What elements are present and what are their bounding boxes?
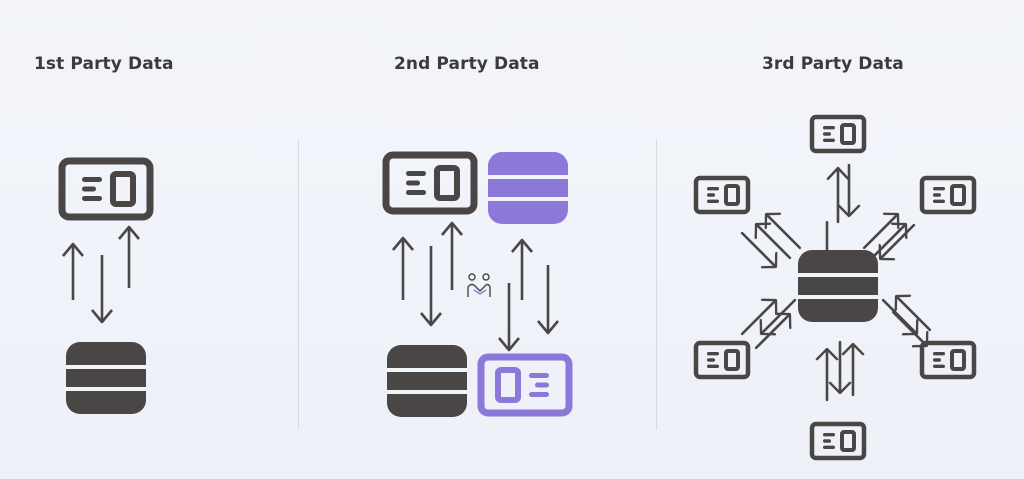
third-party-arrows-bottom bbox=[815, 340, 865, 402]
first-party-arrow-up-left bbox=[62, 242, 84, 300]
first-party-arrow-up-right bbox=[118, 225, 140, 288]
third-party-record-left-upper-icon bbox=[696, 178, 748, 212]
first-party-record-icon bbox=[62, 161, 150, 217]
panel-title-1st-party: 1st Party Data bbox=[34, 54, 174, 74]
third-party-arrows-upper-left bbox=[733, 205, 809, 276]
second-party-record-icon bbox=[386, 155, 474, 211]
third-party-record-bottom-icon bbox=[812, 424, 864, 458]
second-party-arrow-down-b bbox=[498, 283, 520, 352]
panel-title-2nd-party: 2nd Party Data bbox=[394, 54, 540, 74]
third-party-arrows-lower-right bbox=[874, 287, 939, 355]
third-party-record-right-upper-icon bbox=[922, 178, 974, 212]
third-party-record-right-lower-icon bbox=[922, 343, 974, 377]
first-party-database-icon bbox=[66, 342, 146, 414]
panel-divider-right bbox=[656, 140, 657, 430]
third-party-record-left-lower-icon bbox=[696, 343, 748, 377]
second-party-database-purple-icon bbox=[488, 152, 568, 224]
second-party-arrow-up-a bbox=[392, 236, 414, 300]
panel-title-3rd-party: 3rd Party Data bbox=[762, 54, 904, 74]
second-party-arrow-up-b bbox=[441, 221, 463, 290]
panel-divider-left bbox=[298, 140, 299, 430]
second-party-arrow-up-c bbox=[511, 238, 533, 300]
handshake-icon bbox=[467, 273, 491, 297]
third-party-arrows-lower-left bbox=[733, 291, 804, 357]
third-party-record-top-icon bbox=[812, 117, 864, 151]
second-party-database-icon bbox=[387, 345, 467, 417]
second-party-arrow-down-a bbox=[420, 246, 442, 327]
first-party-arrow-down bbox=[91, 255, 113, 324]
second-party-arrow-down-c bbox=[537, 265, 559, 335]
second-party-record-purple-icon bbox=[481, 357, 569, 413]
